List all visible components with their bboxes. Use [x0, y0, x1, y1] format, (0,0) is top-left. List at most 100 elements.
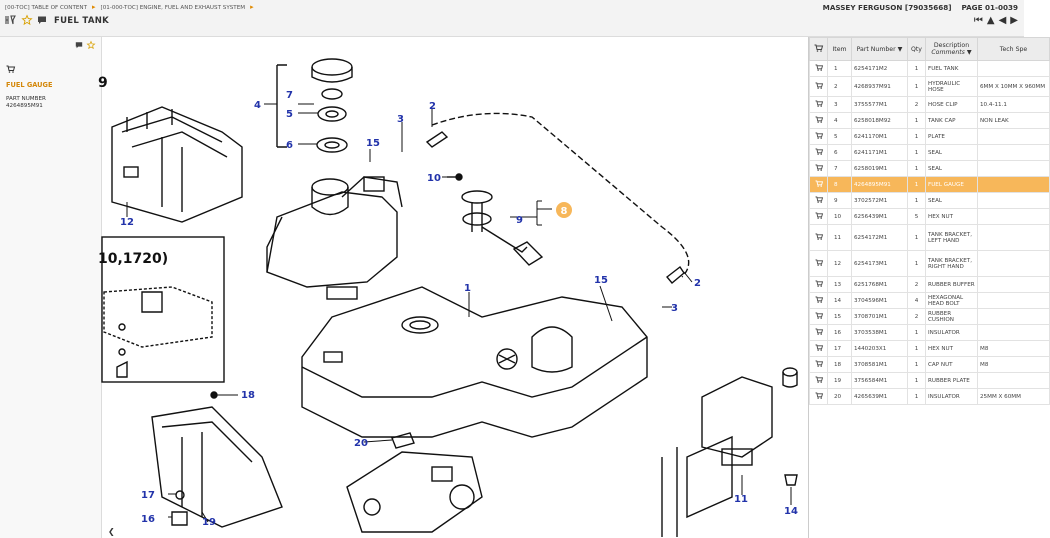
- comment-icon[interactable]: [75, 41, 83, 51]
- item-cell: 18: [827, 356, 852, 373]
- cart-icon[interactable]: [809, 176, 828, 193]
- cart-icon[interactable]: [809, 144, 828, 161]
- page-number: PAGE 01-0039: [961, 3, 1018, 12]
- callout-8-highlight[interactable]: 8: [556, 202, 572, 218]
- cart-icon[interactable]: [809, 76, 828, 97]
- star-icon[interactable]: [21, 13, 33, 28]
- cart-icon[interactable]: [809, 324, 828, 341]
- title-bar: FUEL TANK: [5, 13, 109, 28]
- header-item[interactable]: Item: [827, 37, 852, 61]
- cart-icon[interactable]: [809, 308, 828, 325]
- callout-14: 14: [784, 506, 798, 517]
- item-cell: 6: [827, 144, 852, 161]
- breadcrumb-item-engine[interactable]: [01-000-TOC] ENGINE, FUEL AND EXHAUST SY…: [100, 5, 246, 11]
- exploded-diagram[interactable]: 10,1720) 9: [98, 37, 808, 538]
- cart-icon[interactable]: [6, 65, 16, 75]
- filter-icon[interactable]: [5, 14, 17, 28]
- part-number-cell: 6256439M1: [851, 208, 908, 225]
- tech-spec-cell: NON LEAK: [977, 112, 1050, 129]
- description-cell: INSULATOR: [925, 324, 978, 341]
- selected-part-name: FUEL GAUGE: [6, 81, 53, 89]
- callout-9: 9: [516, 215, 523, 226]
- callout-labels: 4 7 5 6 3 2 15 10 9 1 15 2 3 18 20 17 16…: [120, 90, 798, 528]
- up-icon[interactable]: ▲: [986, 15, 995, 26]
- cart-icon[interactable]: [809, 372, 828, 389]
- tech-spec-cell: M8: [977, 340, 1050, 357]
- page-navigation: ⏮ ▲ ◀ ▶: [974, 15, 1018, 27]
- breadcrumb-sep: ▸: [250, 3, 254, 11]
- fuel-gauge-drawing: [447, 173, 544, 266]
- cart-icon[interactable]: [809, 192, 828, 209]
- cart-icon[interactable]: [809, 128, 828, 145]
- tech-spec-cell: 25MM X 60MM: [977, 388, 1050, 405]
- cart-icon[interactable]: [809, 160, 828, 177]
- breadcrumb: [00-TOC] TABLE OF CONTENT ▸ [01-000-TOC] E…: [5, 3, 259, 11]
- cart-icon[interactable]: [809, 96, 828, 113]
- cart-icon[interactable]: [809, 388, 828, 405]
- star-icon[interactable]: [86, 40, 96, 51]
- item-cell: 20: [827, 388, 852, 405]
- next-page-icon[interactable]: ▶: [1010, 15, 1018, 26]
- sort-icon[interactable]: ▼: [966, 49, 972, 56]
- cart-icon[interactable]: [809, 292, 828, 309]
- sidebar-icons: [75, 40, 96, 51]
- cart-icon[interactable]: [809, 276, 828, 293]
- description-cell: HOSE CLIP: [925, 96, 978, 113]
- cart-icon[interactable]: [809, 250, 828, 277]
- tech-spec-cell: [977, 250, 1050, 277]
- cart-icon[interactable]: [809, 208, 828, 225]
- tech-spec-cell: M8: [977, 356, 1050, 373]
- qty-cell: 1: [907, 60, 926, 77]
- item-cell: 9: [827, 192, 852, 209]
- breadcrumb-item-toc[interactable]: [00-TOC] TABLE OF CONTENT: [5, 5, 88, 11]
- header-qty[interactable]: Qty: [907, 37, 926, 61]
- hose-drawing: [431, 112, 690, 278]
- header-part-number[interactable]: Part Number ▼: [851, 37, 908, 61]
- tech-spec-cell: [977, 128, 1050, 145]
- sort-icon[interactable]: ▼: [897, 45, 903, 53]
- qty-cell: 4: [907, 292, 926, 309]
- cart-icon[interactable]: [809, 112, 828, 129]
- cart-icon[interactable]: [809, 340, 828, 357]
- description-cell: HEX NUT: [925, 340, 978, 357]
- part-number-cell: 4268937M91: [851, 76, 908, 97]
- cart-icon[interactable]: [809, 224, 828, 251]
- bracket-11-drawing: [661, 367, 798, 537]
- tech-spec-cell: [977, 224, 1050, 251]
- callout-20: 20: [354, 438, 368, 449]
- prev-page-icon[interactable]: ◀: [998, 15, 1007, 26]
- description-cell: HEX NUT: [925, 208, 978, 225]
- cart-icon[interactable]: [809, 60, 828, 77]
- description-cell: INSULATOR: [925, 388, 978, 405]
- qty-cell: 1: [907, 112, 926, 129]
- tech-spec-cell: [977, 372, 1050, 389]
- description-cell: SEAL: [925, 192, 978, 209]
- scroll-left-icon[interactable]: ❮: [108, 527, 115, 536]
- part-number-cell: 6258018M92: [851, 112, 908, 129]
- first-page-icon[interactable]: ⏮: [973, 15, 983, 26]
- cart-icon[interactable]: [809, 356, 828, 373]
- header-tech-spec[interactable]: Tech Spe: [977, 37, 1050, 61]
- comment-icon[interactable]: [37, 15, 47, 28]
